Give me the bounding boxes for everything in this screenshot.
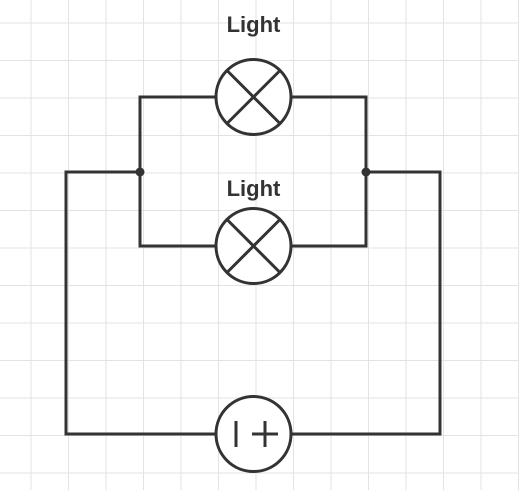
wire-top-branch-right [289,95,368,174]
lamp-bottom[interactable]: Light [214,176,293,285]
junction-node-right [361,167,371,177]
wire-top-branch [138,95,218,174]
lamp-icon [214,207,293,285]
junction-node-left [135,167,145,177]
battery-icon [214,395,293,473]
lamp-top-label: Light [227,12,281,37]
wire-bottom-branch-right [289,170,368,248]
wire-outer-left [64,170,218,436]
wire-outer-right [289,170,442,436]
wire-bottom-branch-left [138,170,218,248]
battery[interactable] [214,395,293,473]
lamp-top[interactable]: Light [214,12,293,136]
lamp-icon [214,58,293,136]
lamp-bottom-label: Light [227,176,281,201]
